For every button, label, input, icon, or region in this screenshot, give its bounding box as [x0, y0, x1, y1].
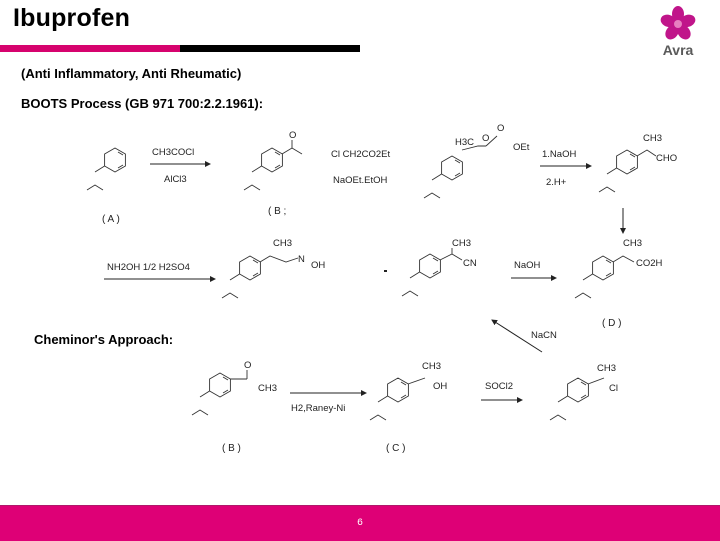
boots-heading: BOOTS Process (GB 971 700:2.2.1961):	[21, 96, 264, 111]
flower-icon	[660, 6, 696, 40]
reagent-nacn: NaCN	[531, 330, 557, 341]
acid-ch3: CH3	[623, 238, 642, 249]
compound-b-cheminor	[192, 370, 248, 415]
alcohol-ch3: CH3	[422, 361, 441, 372]
compound-aldehyde	[599, 149, 657, 192]
ester-oxygen: O	[497, 123, 504, 134]
compound-epoxy-ester	[424, 135, 498, 198]
cheminor-ketone-oxygen: O	[244, 360, 251, 371]
compound-nitrile	[402, 248, 463, 296]
acid-co2h: CO2H	[636, 258, 663, 269]
reagent-h2-raney: H2,Raney-Ni	[291, 403, 345, 414]
reagent-naoet: NaOEt.EtOH	[333, 175, 388, 186]
nitrile-cn: CN	[463, 258, 477, 269]
compound-oxime	[222, 255, 299, 298]
oxime-oh: OH	[311, 260, 325, 271]
reagent-chloroacetate: Cl CH2CO2Et	[331, 149, 390, 160]
label-compound-b: ( B ;	[268, 206, 286, 217]
chloride-cl: Cl	[609, 383, 618, 394]
arrow-nacn	[491, 319, 543, 353]
reagent-naoh-1: 1.NaOH	[542, 149, 576, 160]
page-number: 6	[356, 518, 363, 529]
nitrile-ch3: CH3	[452, 238, 471, 249]
cheminor-ketone-ch3: CH3	[258, 383, 277, 394]
footer-bar: 6	[0, 505, 720, 541]
label-compound-d: ( D )	[602, 318, 621, 329]
compound-b	[244, 140, 303, 190]
reagent-hydroxylamine: NH2OH 1/2 H2SO4	[107, 262, 190, 273]
oxime-ch3: CH3	[273, 238, 292, 249]
drug-class: (Anti Inflammatory, Anti Rheumatic)	[21, 66, 242, 81]
ketone-oxygen: O	[289, 130, 296, 141]
aldehyde-cho: CHO	[656, 153, 677, 164]
reagent-ch3cocl: CH3COCl	[152, 147, 194, 158]
chloride-ch3: CH3	[597, 363, 616, 374]
compound-chloride	[550, 378, 605, 420]
title-underline-accent	[0, 45, 180, 52]
epoxide-oxygen: O	[482, 133, 489, 144]
label-cheminor-b: ( B )	[222, 443, 241, 454]
label-compound-a: ( A )	[102, 214, 120, 225]
reagent-acid-2: 2.H+	[546, 177, 567, 188]
brand-name: Avra	[662, 42, 694, 58]
aldehyde-ch3: CH3	[643, 133, 662, 144]
reaction-scheme: ( A ) CH3COCl AlCl3 O ( B ; Cl CH2CO2Et …	[0, 123, 677, 454]
avra-logo: Avra	[655, 5, 701, 61]
cheminor-heading: Cheminor's Approach:	[34, 332, 174, 347]
alcohol-oh: OH	[433, 381, 447, 392]
compound-d-ibuprofen	[575, 255, 635, 298]
epoxide-h3c: H3C	[455, 137, 474, 148]
label-cheminor-c: ( C )	[386, 443, 405, 454]
compound-a	[87, 148, 125, 190]
oxime-n: N	[298, 254, 305, 265]
compound-c-alcohol	[370, 378, 426, 420]
title-underline-dark	[180, 45, 360, 52]
ester-oet: OEt	[513, 142, 530, 153]
reagent-socl2: SOCl2	[485, 381, 513, 392]
page-title: Ibuprofen	[13, 4, 131, 32]
reagent-alcl3: AlCl3	[164, 174, 187, 185]
reagent-naoh: NaOH	[514, 260, 541, 271]
